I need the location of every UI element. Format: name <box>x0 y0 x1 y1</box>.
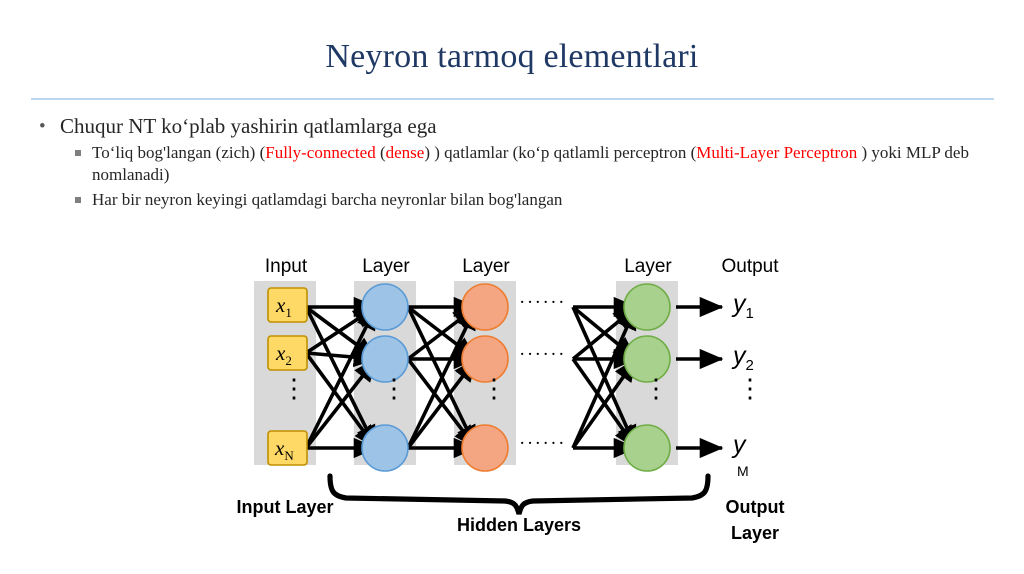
bullet-square-icon <box>75 150 81 156</box>
page-title: Neyron tarmoq elementlari <box>325 38 699 75</box>
footer-label-output-layer-line1: Output <box>725 497 785 517</box>
column-header-layer-2: Layer <box>462 256 510 277</box>
layer2-node-shapes <box>461 283 509 472</box>
vertical-ellipsis-layer3: ⋮ <box>643 374 669 403</box>
column-header-output: Output <box>721 256 779 277</box>
output-node-label-1: y1 <box>733 290 754 322</box>
input-node-label-3: xN <box>275 436 294 464</box>
neural-network-diagram: Input Layer Layer Layer Output <box>0 248 1024 574</box>
bullet-a-part3: ) ) qatlamlar (koʻp qatlamli perceptron … <box>424 143 697 162</box>
edges-to-layer3 <box>571 296 638 459</box>
output-node-label-3-subscript: M <box>737 463 749 479</box>
footer-label-input-layer: Input Layer <box>236 497 334 517</box>
input-node-shapes <box>267 287 308 466</box>
footer-label-hidden-layers: Hidden Layers <box>456 515 582 535</box>
vertical-ellipsis-input: ⋮ <box>281 374 307 403</box>
bullet-b-text: Har bir neyron keyingi qatlamdagi barcha… <box>92 190 563 209</box>
bullet-list: • Chuqur NT koʻplab yashirin qatlamlarga… <box>30 113 995 211</box>
bullet-level1-text: Chuqur NT koʻplab yashirin qatlamlarga e… <box>60 114 437 138</box>
horizontal-ellipsis-row-1: ······ <box>519 292 566 313</box>
column-header-input: Input <box>264 256 308 277</box>
output-node-label-2: y2 <box>733 342 754 374</box>
output-arrows <box>676 296 724 459</box>
bullet-a-part4: ) yoki MLP deb nomlanadi) <box>92 143 969 184</box>
bullet-a-part2: ( <box>375 143 386 162</box>
hidden-layers-brace <box>327 473 711 515</box>
output-node-label-3: y <box>733 431 746 459</box>
horizontal-ellipsis-row-2: ······ <box>519 344 566 365</box>
layer3-node-shapes <box>623 283 671 472</box>
footer-label-output-layer-line2: Layer <box>730 523 780 543</box>
bullet-level1: • Chuqur NT koʻplab yashirin qatlamlarga… <box>30 113 995 139</box>
network-graphic <box>254 281 724 515</box>
layer1-node-shapes <box>361 283 409 472</box>
bullet-square-icon <box>75 197 81 203</box>
column-header-layer-3: Layer <box>624 256 672 277</box>
horizontal-ellipsis-row-3: ······ <box>519 433 566 454</box>
column-header-layer-1: Layer <box>362 256 410 277</box>
bullet-level2-a: Toʻliq bog'langan (zich) (Fully-connecte… <box>30 142 995 186</box>
vertical-ellipsis-layer1: ⋮ <box>381 374 407 403</box>
title-divider <box>31 98 994 100</box>
bullet-a-red1: Fully-connected <box>265 143 376 162</box>
bullet-dot-icon: • <box>39 116 46 137</box>
bullet-a-red3: Multi-Layer Perceptron <box>696 143 858 162</box>
bullet-level2-b: Har bir neyron keyingi qatlamdagi barcha… <box>30 189 995 211</box>
input-node-label-1: x1 <box>276 293 292 321</box>
bullet-a-part1: Toʻliq bog'langan (zich) ( <box>92 143 266 162</box>
vertical-ellipsis-layer2: ⋮ <box>481 374 507 403</box>
input-node-label-2: x2 <box>276 341 292 369</box>
bullet-a-red2: dense <box>385 143 425 162</box>
vertical-ellipsis-output: ⋮ <box>737 374 763 403</box>
